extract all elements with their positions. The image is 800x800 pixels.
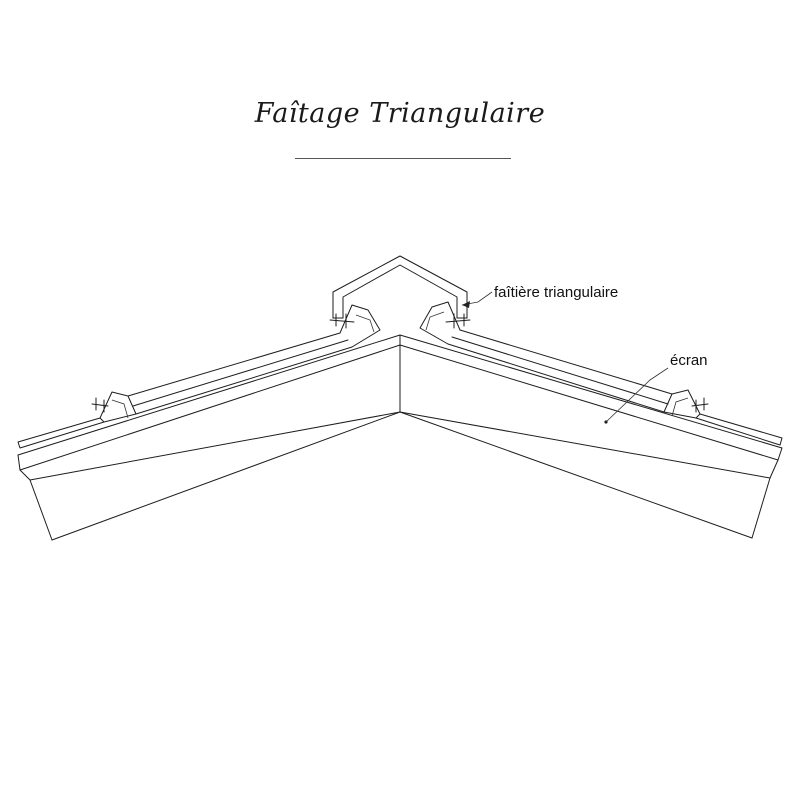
triangular-ridge-cap bbox=[332, 255, 468, 319]
ridge-cap-label: faîtière triangulaire bbox=[494, 284, 618, 301]
title-underline bbox=[295, 158, 511, 159]
screw-left-eaves bbox=[91, 397, 109, 413]
callout-ridge-cap: faîtière triangulaire bbox=[461, 284, 618, 308]
left-roof-sheet bbox=[17, 304, 381, 449]
screen-label: écran bbox=[670, 352, 708, 369]
screw-left-ridge bbox=[329, 313, 355, 329]
page-title: Faîtage Triangulaire bbox=[254, 98, 546, 129]
left-roof-slope bbox=[17, 334, 401, 541]
screw-right-eaves bbox=[691, 397, 709, 413]
right-roof-sheet bbox=[419, 301, 783, 446]
right-roof-slope bbox=[399, 334, 783, 539]
fasteners bbox=[91, 313, 709, 413]
screw-right-ridge bbox=[445, 313, 471, 329]
callout-screen: écran bbox=[604, 352, 708, 424]
